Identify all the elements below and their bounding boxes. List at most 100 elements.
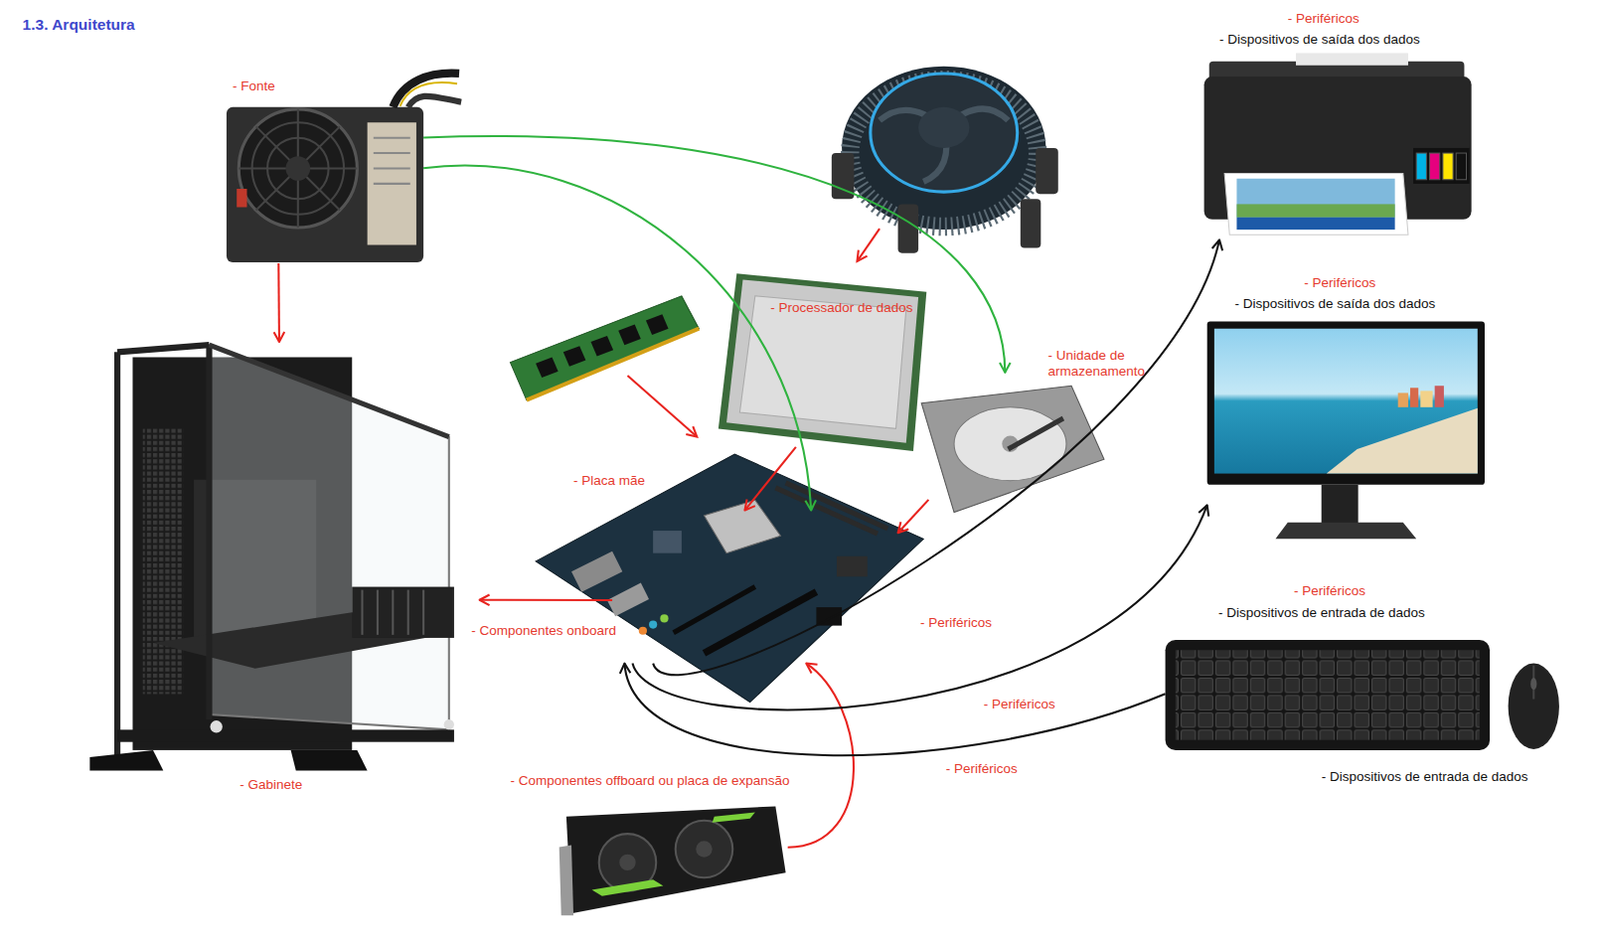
computer-case-picture <box>205 344 212 720</box>
expansion-card: - Componentes offboard ou placa de expan… <box>559 798 789 916</box>
arrow-head <box>804 499 816 510</box>
leader-arrow <box>857 228 881 262</box>
keyboard: - Periféricos- Dispositivos de entrada d… <box>1165 640 1491 751</box>
motherboard-picture <box>571 551 623 593</box>
computer-case-picture <box>89 750 163 772</box>
hard-drive-picture <box>921 385 1105 512</box>
monitor-picture <box>1326 408 1478 475</box>
motherboard-picture <box>648 620 657 629</box>
component-label: - Fonte <box>232 78 276 95</box>
computer-case-picture <box>444 719 455 730</box>
ram-module-picture <box>535 356 559 378</box>
computer-case-picture <box>114 351 121 756</box>
connector <box>274 263 286 342</box>
power-supply-picture <box>236 188 247 207</box>
connector-line <box>652 239 1220 675</box>
connector <box>423 164 816 510</box>
connector-line <box>277 263 281 342</box>
computer-case-picture <box>117 344 209 352</box>
printer-picture <box>1455 153 1466 180</box>
connector-label: - Periféricos <box>918 615 994 632</box>
graphics-card-picture <box>559 844 574 916</box>
connector <box>744 447 796 511</box>
component-label: - Componentes offboard ou placa de expan… <box>509 773 790 790</box>
component-label: - Periféricos <box>1293 583 1366 600</box>
mouse: - Dispositivos de entrada de dados <box>1508 663 1560 751</box>
motherboard-picture <box>652 530 682 554</box>
power-supply-picture <box>373 152 411 155</box>
computer-case-picture <box>376 590 379 636</box>
cpu-cooler-picture <box>870 73 1018 192</box>
connector <box>652 239 1223 675</box>
leader-arrow <box>857 250 868 262</box>
arrow-head <box>999 362 1011 373</box>
storage-drive: - Unidade de armazenamento <box>928 372 1158 513</box>
motherboard-picture <box>535 454 924 703</box>
processor-picture <box>718 273 927 452</box>
connector-label: - Periféricos <box>981 696 1058 713</box>
cpu-cooler-picture <box>918 107 969 149</box>
motherboard-picture <box>535 454 924 703</box>
cpu-cooler-picture <box>1020 198 1042 248</box>
computer-case-picture <box>210 720 223 733</box>
printer-picture <box>1416 153 1427 180</box>
arrow-head <box>744 498 755 510</box>
graphics-card-picture <box>712 812 756 823</box>
component-label: - Unidade de armazenamento <box>1048 347 1169 380</box>
motherboard-picture <box>639 627 647 636</box>
connector-line <box>480 599 613 602</box>
component-label: - Dispositivos de saída dos dados <box>1234 296 1436 313</box>
motherboard-picture <box>673 587 756 634</box>
power-supply-picture <box>286 156 312 181</box>
computer-case-picture <box>422 590 425 636</box>
processor: - Processador de dados <box>719 270 924 448</box>
keyboard-picture <box>1165 640 1491 751</box>
power-supply-picture <box>238 109 357 228</box>
monitor-picture <box>1420 390 1433 407</box>
component-label: - Dispositivos de entrada de dados <box>1321 769 1529 786</box>
power-supply-picture <box>367 122 417 245</box>
printer-picture <box>1295 52 1409 65</box>
printer-picture <box>1236 217 1395 230</box>
leader-arrow <box>685 426 697 438</box>
monitor-picture <box>1321 484 1359 526</box>
arrow-head <box>805 663 817 674</box>
cpu-cooler-picture <box>841 66 1046 230</box>
computer-case: - Gabinete <box>86 341 480 777</box>
connector-line <box>744 447 796 511</box>
graphics-card-picture <box>619 854 636 871</box>
ram-module-picture <box>645 314 669 335</box>
monitor-picture <box>1435 385 1444 408</box>
cpu-cooler-picture <box>898 203 920 253</box>
arrow-head <box>620 663 632 674</box>
computer-case-picture <box>391 590 394 636</box>
graphics-card-picture <box>592 879 664 896</box>
computer-case-picture <box>291 750 368 772</box>
connector <box>423 136 1011 373</box>
monitor-picture <box>1275 522 1417 539</box>
component-label: - Dispositivos de entrada de dados <box>1218 605 1426 622</box>
motherboard-picture <box>607 582 649 617</box>
power-supply-picture <box>226 107 424 263</box>
monitor: - Periféricos- Dispositivos de saída dos… <box>1207 321 1485 540</box>
printer-picture <box>1204 76 1472 220</box>
cpu-cooler-picture <box>1035 148 1059 194</box>
ram-module-picture <box>509 296 699 401</box>
connector-line <box>898 499 930 533</box>
printer-picture <box>1442 153 1453 180</box>
processor-picture <box>718 273 927 452</box>
connector-label: - Periféricos <box>944 761 1020 778</box>
monitor-picture <box>1207 321 1485 540</box>
arrow-head <box>480 594 490 606</box>
power-supply-picture <box>408 96 462 108</box>
motherboard-picture <box>659 614 668 623</box>
motherboard: - Placa mãe <box>612 510 899 664</box>
computer-case-picture <box>351 587 455 639</box>
processor-picture <box>739 296 906 430</box>
connector-line <box>423 164 811 510</box>
computer-case-picture <box>143 428 184 694</box>
printer-picture <box>1204 52 1472 235</box>
connector-line <box>423 136 1005 373</box>
